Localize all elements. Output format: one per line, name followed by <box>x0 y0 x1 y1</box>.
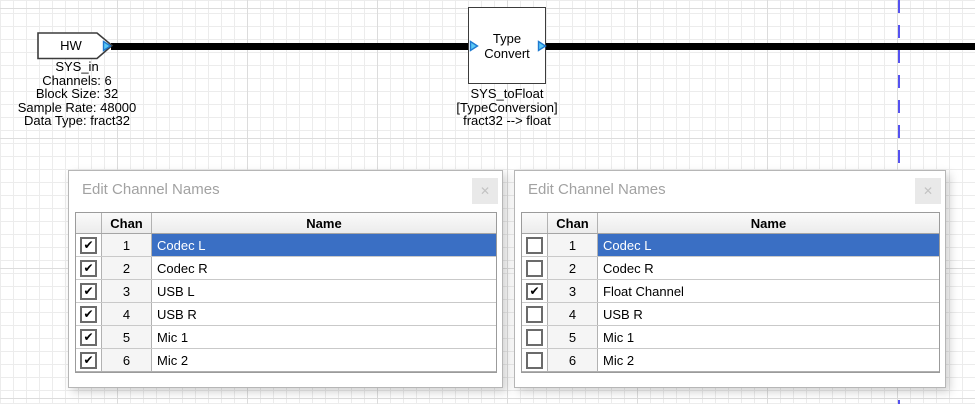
type-convert-instance-name: SYS_toFloat <box>427 87 587 101</box>
name-cell[interactable]: Codec L <box>598 234 939 256</box>
channel-table: Chan Name ✔ 1 Codec L ✔ 2 Codec R ✔ 3 US… <box>75 212 497 373</box>
name-cell[interactable]: Mic 2 <box>152 349 496 371</box>
name-cell[interactable]: Mic 1 <box>152 326 496 348</box>
edit-channel-names-dialog-1: Edit Channel Names ✕ Chan Name ✔ 1 Codec… <box>68 170 503 388</box>
chan-cell: 4 <box>548 303 598 325</box>
type-convert-label-line1: Type <box>493 31 521 46</box>
channel-checkbox[interactable]: ✔ <box>80 306 97 323</box>
type-convert-block[interactable]: Type Convert <box>468 7 546 84</box>
chan-cell: 1 <box>548 234 598 256</box>
channel-checkbox[interactable]: ✔ <box>526 283 543 300</box>
close-icon: ✕ <box>480 184 490 198</box>
channel-checkbox[interactable]: ✔ <box>80 237 97 254</box>
type-convert-input-port-icon[interactable] <box>469 40 479 52</box>
name-cell[interactable]: USB R <box>152 303 496 325</box>
table-row[interactable]: ✔ 2 Codec R <box>76 257 496 280</box>
chan-cell: 4 <box>102 303 152 325</box>
name-cell[interactable]: Float Channel <box>598 280 939 302</box>
table-row[interactable]: 2 Codec R <box>522 257 939 280</box>
hw-prop-blocksize: Block Size: 32 <box>0 87 157 101</box>
chan-cell: 2 <box>102 257 152 279</box>
hw-prop-datatype: Data Type: fract32 <box>0 114 157 128</box>
dialog-titlebar[interactable]: Edit Channel Names ✕ <box>515 171 945 211</box>
header-chan: Chan <box>102 213 152 233</box>
channel-checkbox[interactable]: ✔ <box>80 260 97 277</box>
channel-checkbox[interactable] <box>526 306 543 323</box>
table-row[interactable]: 1 Codec L <box>522 234 939 257</box>
header-name: Name <box>152 213 496 233</box>
close-button[interactable]: ✕ <box>915 178 941 204</box>
channel-checkbox[interactable] <box>526 237 543 254</box>
type-convert-label-line2: Convert <box>484 46 530 61</box>
name-cell[interactable]: Mic 1 <box>598 326 939 348</box>
chan-cell: 6 <box>548 349 598 371</box>
chan-cell: 2 <box>548 257 598 279</box>
table-row[interactable]: ✔ 3 Float Channel <box>522 280 939 303</box>
table-row[interactable]: 5 Mic 1 <box>522 326 939 349</box>
edit-channel-names-dialog-2: Edit Channel Names ✕ Chan Name 1 Codec L… <box>514 170 946 388</box>
channel-checkbox[interactable]: ✔ <box>80 329 97 346</box>
name-cell[interactable]: Codec R <box>152 257 496 279</box>
chan-cell: 1 <box>102 234 152 256</box>
chan-cell: 3 <box>102 280 152 302</box>
table-row[interactable]: ✔ 4 USB R <box>76 303 496 326</box>
hw-output-port-icon[interactable] <box>102 40 112 52</box>
channel-checkbox[interactable]: ✔ <box>80 352 97 369</box>
hw-prop-channels: Channels: 6 <box>0 74 157 88</box>
table-row[interactable]: 4 USB R <box>522 303 939 326</box>
hw-prop-samplerate: Sample Rate: 48000 <box>0 101 157 115</box>
hw-block-annotations: SYS_in Channels: 6 Block Size: 32 Sample… <box>0 60 157 128</box>
channel-checkbox[interactable] <box>526 260 543 277</box>
header-checkbox-column <box>76 213 102 233</box>
name-cell[interactable]: USB L <box>152 280 496 302</box>
type-convert-annotations: SYS_toFloat [TypeConversion] fract32 -->… <box>427 87 587 128</box>
dialog-title: Edit Channel Names <box>82 181 220 198</box>
table-row[interactable]: 6 Mic 2 <box>522 349 939 372</box>
name-cell[interactable]: Mic 2 <box>598 349 939 371</box>
type-convert-module-class: [TypeConversion] <box>427 101 587 115</box>
header-checkbox-column <box>522 213 548 233</box>
name-cell[interactable]: Codec L <box>152 234 496 256</box>
header-chan: Chan <box>548 213 598 233</box>
table-row[interactable]: ✔ 6 Mic 2 <box>76 349 496 372</box>
table-header-row: Chan Name <box>76 213 496 234</box>
close-icon: ✕ <box>923 184 933 198</box>
chan-cell: 3 <box>548 280 598 302</box>
chan-cell: 5 <box>548 326 598 348</box>
name-cell[interactable]: USB R <box>598 303 939 325</box>
chan-cell: 6 <box>102 349 152 371</box>
close-button[interactable]: ✕ <box>472 178 498 204</box>
table-row[interactable]: ✔ 3 USB L <box>76 280 496 303</box>
dialog-titlebar[interactable]: Edit Channel Names ✕ <box>69 171 502 211</box>
name-cell[interactable]: Codec R <box>598 257 939 279</box>
channel-checkbox[interactable]: ✔ <box>80 283 97 300</box>
hw-block-label[interactable]: HW <box>37 32 105 59</box>
channel-checkbox[interactable] <box>526 329 543 346</box>
header-name: Name <box>598 213 939 233</box>
hw-instance-name: SYS_in <box>0 60 157 74</box>
channel-table: Chan Name 1 Codec L 2 Codec R ✔ 3 Float … <box>521 212 940 373</box>
chan-cell: 5 <box>102 326 152 348</box>
type-convert-output-port-icon[interactable] <box>537 40 547 52</box>
channel-checkbox[interactable] <box>526 352 543 369</box>
table-row[interactable]: ✔ 1 Codec L <box>76 234 496 257</box>
table-header-row: Chan Name <box>522 213 939 234</box>
type-convert-conversion: fract32 --> float <box>427 114 587 128</box>
dialog-title: Edit Channel Names <box>528 181 666 198</box>
table-row[interactable]: ✔ 5 Mic 1 <box>76 326 496 349</box>
